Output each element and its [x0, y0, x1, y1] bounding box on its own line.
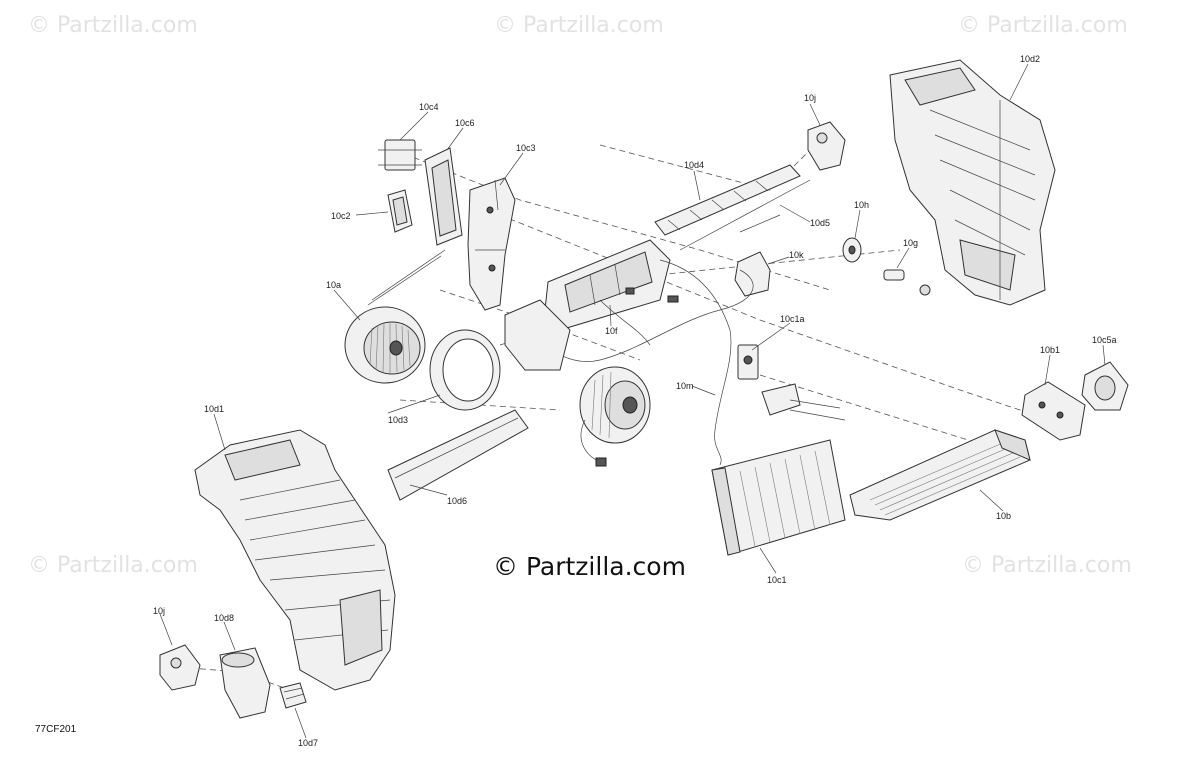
callout-10c5a: 10c5a: [1092, 335, 1117, 345]
watermark-bottom-left: © Partzilla.com: [28, 553, 198, 578]
callout-10c3: 10c3: [516, 143, 536, 153]
callout-10k: 10k: [789, 250, 804, 260]
callout-10c4: 10c4: [419, 102, 439, 112]
callout-10c1: 10c1: [767, 575, 787, 585]
callout-10d5: 10d5: [810, 218, 830, 228]
part-10a-blower: [344, 306, 426, 384]
part-10h-gear: [842, 237, 862, 263]
part-10j-actuator-top: [807, 121, 846, 171]
part-10c1a-valve: [737, 344, 759, 380]
callout-10j-bottom: 10j: [153, 606, 165, 616]
callout-10d4: 10d4: [684, 160, 704, 170]
part-10g-sensor: [883, 269, 931, 296]
callout-10d2: 10d2: [1020, 54, 1040, 64]
callout-10d3: 10d3: [388, 415, 408, 425]
part-10d7-gasket: [279, 682, 307, 709]
part-blower-motor: [504, 299, 651, 467]
part-10b1-gasket: [1021, 381, 1086, 441]
callout-10a: 10a: [326, 280, 341, 290]
part-valve-block: [761, 383, 846, 421]
part-10c3-bracket: [467, 177, 516, 311]
part-10f-duct: [544, 239, 671, 331]
part-10j-actuator-bottom: [159, 644, 201, 691]
part-10b-heater-core: [849, 429, 1031, 521]
part-10c2-gasket: [387, 189, 413, 233]
watermark-top-right: © Partzilla.com: [958, 13, 1128, 38]
part-10d6-tube: [387, 409, 529, 501]
callout-10f: 10f: [605, 326, 618, 336]
leader-lines: [159, 63, 1106, 739]
part-cable-10a: [367, 249, 446, 306]
main-watermark: © Partzilla.com: [493, 552, 686, 581]
callout-10d8: 10d8: [214, 613, 234, 623]
callout-10d6: 10d6: [447, 496, 467, 506]
diagram-code: 77CF201: [35, 724, 77, 735]
part-10c4-fitting: [378, 139, 422, 171]
callout-10b1: 10b1: [1040, 345, 1060, 355]
callout-10b: 10b: [996, 511, 1011, 521]
part-10c6-gasket: [424, 147, 463, 246]
part-10k-actuator: [734, 251, 771, 297]
part-10d3-ring: [429, 329, 501, 411]
callout-10c1a: 10c1a: [780, 314, 805, 324]
watermark-group: © Partzilla.com © Partzilla.com © Partzi…: [28, 13, 1132, 578]
part-10d8-door: [219, 647, 271, 719]
callout-10d1: 10d1: [204, 404, 224, 414]
part-10d5-rod: [679, 179, 811, 251]
callout-10d7: 10d7: [298, 738, 318, 748]
watermark-top-left: © Partzilla.com: [28, 13, 198, 38]
callout-10h: 10h: [854, 200, 869, 210]
watermark-top-center: © Partzilla.com: [494, 13, 664, 38]
part-10d2-housing: [889, 59, 1056, 306]
callout-10c6: 10c6: [455, 118, 475, 128]
callout-labels: 10c4 10c6 10c3 10c2 10a 10d3 10d1 10d6 1…: [153, 54, 1117, 748]
callout-10g: 10g: [903, 238, 918, 248]
watermark-bottom-right: © Partzilla.com: [962, 553, 1132, 578]
part-10d4-filter: [654, 164, 801, 236]
part-10c1-evaporator: [711, 439, 846, 556]
callout-10c2: 10c2: [331, 211, 351, 221]
part-10d1-housing: [194, 429, 396, 691]
callout-10j-top: 10j: [804, 93, 816, 103]
part-10c5a-fitting: [1081, 361, 1129, 411]
callout-10m: 10m: [676, 381, 694, 391]
